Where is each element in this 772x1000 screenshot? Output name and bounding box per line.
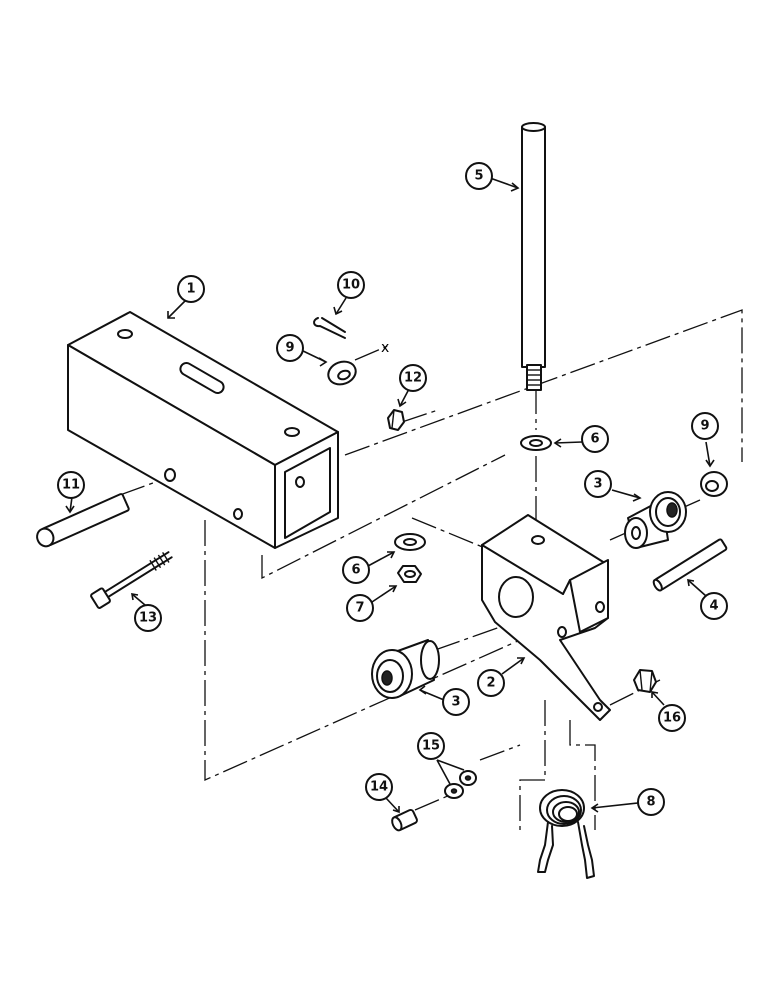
callout-16-label: 16 bbox=[663, 711, 681, 726]
callout-12: 12 bbox=[399, 364, 427, 392]
washer-15-part bbox=[444, 770, 477, 799]
callout-9-left: 9 bbox=[276, 334, 304, 362]
callout-3-lower: 3 bbox=[442, 688, 470, 716]
callout-2-label: 2 bbox=[486, 676, 495, 691]
callout-7-label: 7 bbox=[355, 601, 364, 616]
callout-10: 10 bbox=[337, 271, 365, 299]
svg-text:x: x bbox=[381, 340, 389, 356]
nut-16-part bbox=[633, 669, 657, 693]
callout-11-label: 11 bbox=[62, 478, 80, 493]
cotter-pin-part: x bbox=[313, 317, 389, 356]
lever-arm-part bbox=[481, 514, 611, 721]
roll-pin-part bbox=[652, 538, 728, 592]
set-screw-part bbox=[391, 808, 418, 832]
washer-9-right-part bbox=[700, 471, 728, 497]
callout-3-lower-label: 3 bbox=[451, 695, 460, 710]
callout-15: 15 bbox=[417, 732, 445, 760]
callout-13: 13 bbox=[134, 604, 162, 632]
callout-10-label: 10 bbox=[342, 278, 360, 293]
washer-6-upper-part bbox=[520, 435, 552, 451]
callout-1: 1 bbox=[177, 275, 205, 303]
callout-7: 7 bbox=[346, 594, 374, 622]
callout-4-label: 4 bbox=[709, 599, 718, 614]
callout-5: 5 bbox=[465, 162, 493, 190]
callout-16: 16 bbox=[658, 704, 686, 732]
callout-9-right-label: 9 bbox=[700, 419, 709, 434]
bracket-channel-part bbox=[67, 311, 339, 549]
pin-part bbox=[36, 493, 130, 548]
callout-6-upper: 6 bbox=[581, 425, 609, 453]
callout-9-left-label: 9 bbox=[285, 341, 294, 356]
washer-9-left-part bbox=[327, 360, 357, 386]
callout-4: 4 bbox=[700, 592, 728, 620]
callout-14: 14 bbox=[365, 773, 393, 801]
callout-8: 8 bbox=[637, 788, 665, 816]
spring-part bbox=[537, 789, 595, 879]
callout-8-label: 8 bbox=[646, 795, 655, 810]
callout-leader-lines bbox=[65, 177, 715, 814]
bushing-3-upper-part bbox=[624, 491, 687, 549]
callout-9-right: 9 bbox=[691, 412, 719, 440]
callout-6-lower-label: 6 bbox=[351, 563, 360, 578]
shaft-part bbox=[521, 122, 546, 391]
callout-6-lower: 6 bbox=[342, 556, 370, 584]
callout-13-label: 13 bbox=[139, 611, 157, 626]
callout-6-upper-label: 6 bbox=[590, 432, 599, 447]
callout-12-label: 12 bbox=[404, 371, 422, 386]
callout-15-label: 15 bbox=[422, 739, 440, 754]
callout-2: 2 bbox=[477, 669, 505, 697]
nut-7-part bbox=[397, 565, 422, 583]
nut-12-part bbox=[387, 409, 405, 431]
bolt-part bbox=[90, 551, 173, 609]
callout-11: 11 bbox=[57, 471, 85, 499]
callout-3-upper-label: 3 bbox=[593, 477, 602, 492]
callout-14-label: 14 bbox=[370, 780, 388, 795]
callout-3-upper: 3 bbox=[584, 470, 612, 498]
callout-1-label: 1 bbox=[186, 282, 195, 297]
callout-5-label: 5 bbox=[474, 169, 483, 184]
bushing-3-lower-part bbox=[371, 639, 440, 699]
washer-6-lower-part bbox=[394, 533, 426, 551]
